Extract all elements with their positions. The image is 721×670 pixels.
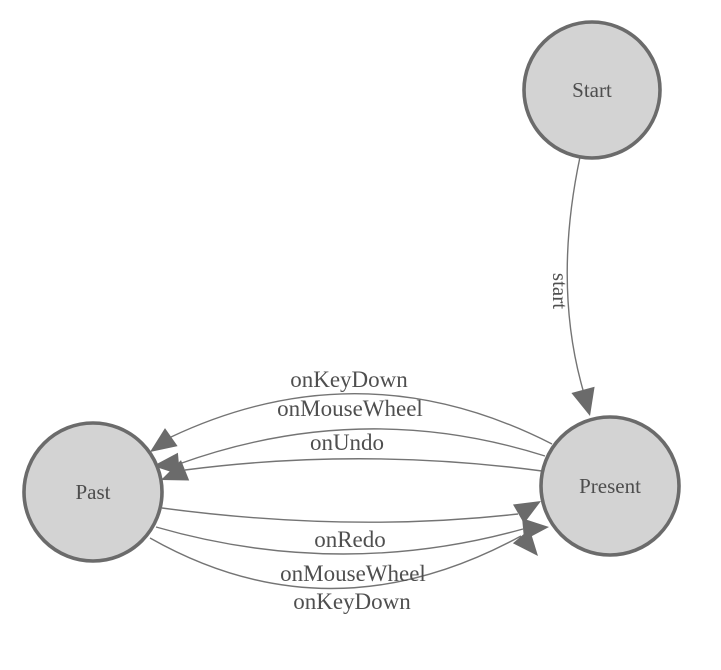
edge-label-onundo: onUndo [310,430,384,455]
edge-curve [161,507,519,523]
edge-curve [155,526,524,555]
edge-present-past-onundo [161,458,543,481]
state-label-present: Present [579,474,641,498]
edge-curve [149,535,522,590]
state-node-start: Start [522,20,662,160]
state-label-start: Start [572,78,612,102]
edge-label-onmousewheel-top: onMouseWheel [277,396,423,421]
edge-label-onredo: onRedo [314,527,386,552]
edge-curve [170,392,553,445]
state-node-present: Present [539,415,681,557]
edge-curve [566,156,584,391]
edge-curve [184,458,543,472]
edge-label-onkeydown-bottom: onKeyDown [293,589,411,614]
arrowhead-icon [571,386,595,416]
arrowhead-icon [512,529,538,556]
edge-past-present-onredo [161,501,541,524]
edge-label-onkeydown-top: onKeyDown [290,367,408,392]
state-label-past: Past [75,480,110,504]
edge-label-start: start [548,273,572,309]
edge-label-onmousewheel-bottom: onMouseWheel [280,561,426,586]
arrowhead-icon [513,501,541,524]
arrowhead-icon [150,428,178,452]
edge-curve [178,428,546,465]
state-circle-present [539,415,681,557]
state-node-past: Past [22,421,164,563]
edge-past-present-onkeydown [149,529,538,590]
state-circle-start [522,20,662,160]
edge-start-present [566,156,595,416]
edge-present-past-onkeydown [150,392,553,452]
arrowhead-icon [161,460,190,481]
state-circle-past [22,421,164,563]
